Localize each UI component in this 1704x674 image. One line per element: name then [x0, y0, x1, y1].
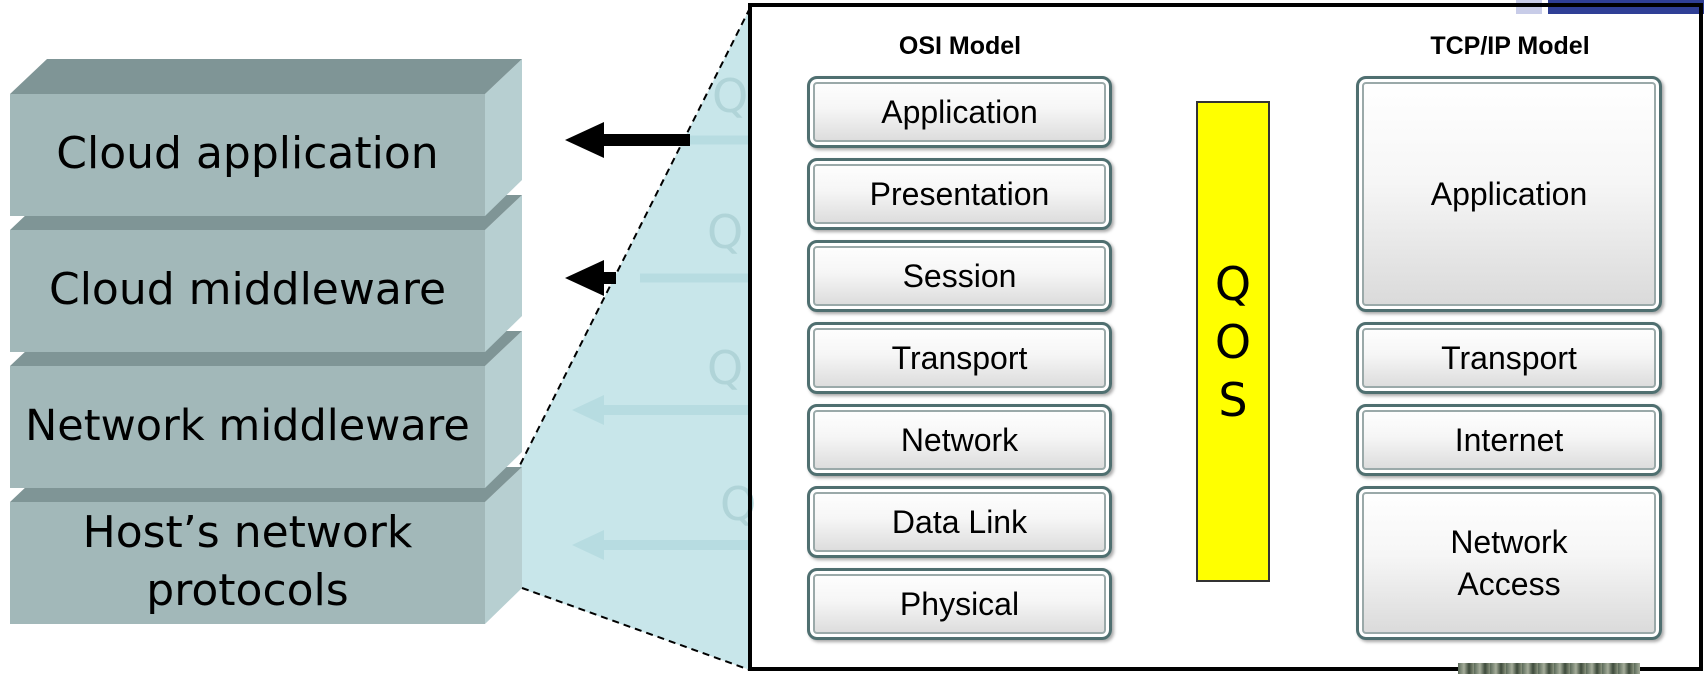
cloud-middleware-label: Cloud middleware — [48, 264, 447, 315]
zoom-line-bottom — [521, 587, 751, 671]
layer-4-side — [485, 467, 522, 624]
tcpip-layer-internet: Internet — [1356, 404, 1662, 476]
osi-layer-network: Network — [807, 404, 1112, 476]
qos-label: QOS — [1214, 256, 1252, 427]
zoom-line-top — [519, 7, 751, 466]
faded-arrow-2 — [572, 530, 750, 560]
osi-model-heading: OSI Model — [898, 32, 1022, 60]
qos-bar: QOS — [1196, 101, 1270, 582]
faded-q-mark-2: Q — [707, 205, 743, 259]
tcpip-layer-network-access: Network Access — [1356, 486, 1662, 640]
tcpip-layer-transport: Transport — [1356, 322, 1662, 394]
osi-layer-data-link: Data Link — [807, 486, 1112, 558]
faded-q-mark-1: Q — [712, 69, 748, 123]
network-middleware-label: Network middleware — [25, 401, 470, 451]
osi-layer-presentation: Presentation — [807, 158, 1112, 230]
faded-arrow-1 — [572, 395, 750, 425]
cloud-application-label: Cloud application — [56, 128, 439, 179]
layer-1-block — [10, 59, 522, 216]
layer-4-face — [10, 502, 485, 624]
osi-layer-session: Session — [807, 240, 1112, 312]
osi-layer-physical: Physical — [807, 568, 1112, 640]
osi-tcpip-panel — [748, 3, 1703, 671]
photo-thumbnail-strip — [1458, 663, 1640, 674]
layer-3-face — [10, 366, 485, 488]
layer-2-side — [485, 195, 522, 352]
layer-1-face — [10, 94, 485, 216]
layer-3-side — [485, 331, 522, 488]
layer-2-face — [10, 230, 485, 352]
layer-1-side — [485, 59, 522, 216]
tcpip-layer-application: Application — [1356, 76, 1662, 312]
layer-1-top — [10, 59, 522, 94]
tcpip-model-heading: TCP/IP Model — [1430, 32, 1590, 60]
zoom-projection-fill — [520, 8, 750, 670]
osi-layer-application: Application — [807, 76, 1112, 148]
osi-layer-transport: Transport — [807, 322, 1112, 394]
arrow-to-cloud-middleware — [565, 260, 616, 296]
arrow-to-cloud-application — [565, 122, 690, 158]
host-network-protocols-label: Host’s network protocols — [82, 507, 413, 616]
faded-q-mark-3: Q — [707, 341, 743, 395]
